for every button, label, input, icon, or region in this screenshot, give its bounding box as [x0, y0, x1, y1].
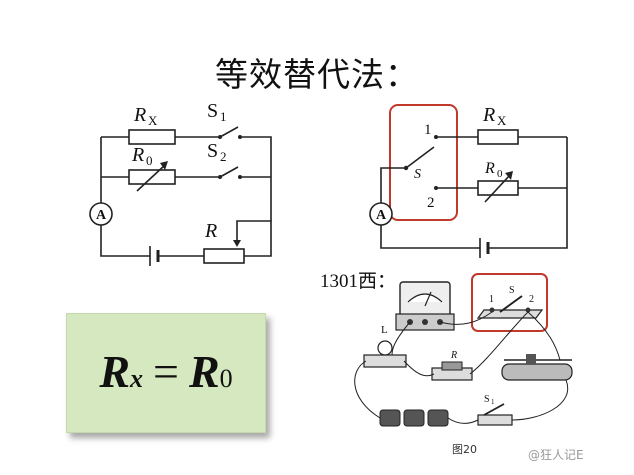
left-s1-sub: 1 — [220, 109, 227, 124]
left-circuit: A R X R 0 S 1 S 2 R — [89, 100, 272, 266]
apparatus-wire-meter-switch — [439, 311, 493, 325]
right-switch-label: S — [414, 167, 421, 182]
lamp-bulb — [377, 340, 393, 356]
apparatus-rheostat-knob — [526, 354, 536, 364]
apparatus-switch-base — [476, 309, 544, 319]
right-rx-sub: X — [497, 113, 507, 128]
label-1301: 1301西： — [320, 271, 397, 292]
right-rx-label: R — [482, 104, 495, 126]
apparatus-switch-highlight — [471, 273, 548, 332]
apparatus-wire-lamp-left — [354, 360, 381, 419]
apparatus-s1-blade — [483, 403, 505, 416]
apparatus-battery-2 — [403, 409, 425, 427]
page-title: 等效替代法： — [215, 55, 419, 94]
left-resistor-rx — [128, 129, 176, 145]
formula: Rx=R0 — [67, 345, 265, 398]
left-rx-sub: X — [148, 113, 158, 128]
left-rheostat-arrow — [233, 240, 241, 247]
right-contact-1 — [434, 135, 438, 139]
lamp-base — [363, 354, 407, 368]
apparatus-battery-3 — [427, 409, 449, 427]
left-r0-label: R — [131, 144, 144, 166]
left-r0-arrow-head — [160, 161, 168, 170]
apparatus-switch-post-1 — [489, 307, 495, 313]
watermark: @狂人记E — [528, 448, 584, 462]
apparatus-resistor-label: R — [450, 350, 457, 361]
left-s1-blade — [219, 126, 239, 138]
apparatus-resistor-coil — [441, 361, 463, 371]
figure-caption: 图20 — [452, 443, 477, 456]
apparatus-switch-blade — [499, 295, 523, 313]
right-r0-label: R — [484, 160, 495, 177]
meter-dial — [407, 293, 443, 303]
right-ammeter — [369, 202, 393, 226]
left-wire-s1-right — [242, 136, 272, 221]
left-wire-bottom-left — [100, 225, 150, 257]
formula-box: Rx=R0 — [66, 313, 266, 433]
left-rheostat — [203, 248, 245, 264]
right-contact-1-label: 1 — [424, 122, 432, 138]
formula-lhs: R — [99, 346, 131, 397]
left-s2-sub: 2 — [220, 149, 227, 164]
formula-lhs-sub: x — [130, 364, 144, 393]
apparatus-wire-switch-rheostat — [527, 311, 561, 361]
right-r0-arrow-line — [484, 174, 511, 203]
formula-equals: = — [153, 346, 179, 397]
left-r0-sub: 0 — [146, 153, 153, 168]
apparatus-wire-battery-s1 — [447, 417, 479, 424]
left-r-label: R — [204, 220, 217, 242]
right-contact-2-label: 2 — [427, 195, 435, 211]
apparatus-rheostat — [501, 363, 573, 381]
right-r0-sub: 0 — [497, 168, 503, 180]
formula-rhs-sub: 0 — [219, 364, 233, 393]
lamp-label: L — [381, 324, 388, 336]
apparatus-wire-lamp-resistor — [403, 360, 435, 377]
apparatus-switch-post-2 — [525, 307, 531, 313]
apparatus-s1-label: S — [484, 394, 490, 405]
meter-needle — [424, 291, 432, 307]
apparatus-contact-2-label: 2 — [529, 294, 534, 305]
right-resistor-rx — [477, 129, 519, 145]
right-switch-blade — [405, 146, 435, 169]
apparatus-sketch: 1 2 S L R S 1 — [354, 273, 573, 427]
right-switch-highlight — [389, 104, 458, 221]
meter-terminal-2 — [422, 319, 428, 325]
left-s1-label: S — [207, 100, 218, 122]
right-wire-left-lower — [380, 225, 480, 249]
apparatus-wire-rheostat-s1 — [511, 379, 569, 421]
left-s2-label: S — [207, 140, 218, 162]
right-wire-left-upper — [380, 167, 405, 203]
left-ammeter-label: A — [96, 208, 107, 223]
apparatus-s1-base — [477, 414, 513, 426]
apparatus-wire-resistor-switch — [469, 311, 529, 375]
right-r0-arrow-head — [505, 171, 513, 180]
left-s2-contact — [238, 175, 242, 179]
left-ammeter — [89, 202, 113, 226]
right-ammeter-label: A — [376, 208, 387, 223]
apparatus-wire-meter-lamp — [391, 321, 411, 356]
left-s2-blade — [219, 166, 239, 178]
apparatus-s1-sub: 1 — [491, 398, 495, 406]
left-r0-arrow-line — [136, 164, 166, 192]
apparatus-battery-1 — [379, 409, 401, 427]
right-contact-2 — [434, 186, 438, 190]
left-rx-label: R — [133, 104, 146, 126]
apparatus-contact-1-label: 1 — [489, 294, 494, 305]
apparatus-contact-s-label: S — [509, 285, 515, 296]
formula-rhs: R — [188, 346, 220, 397]
right-circuit: A 1 2 S R X R 0 — [369, 104, 568, 258]
right-wire-bottom-right — [488, 137, 568, 249]
left-s1-contact — [238, 135, 242, 139]
